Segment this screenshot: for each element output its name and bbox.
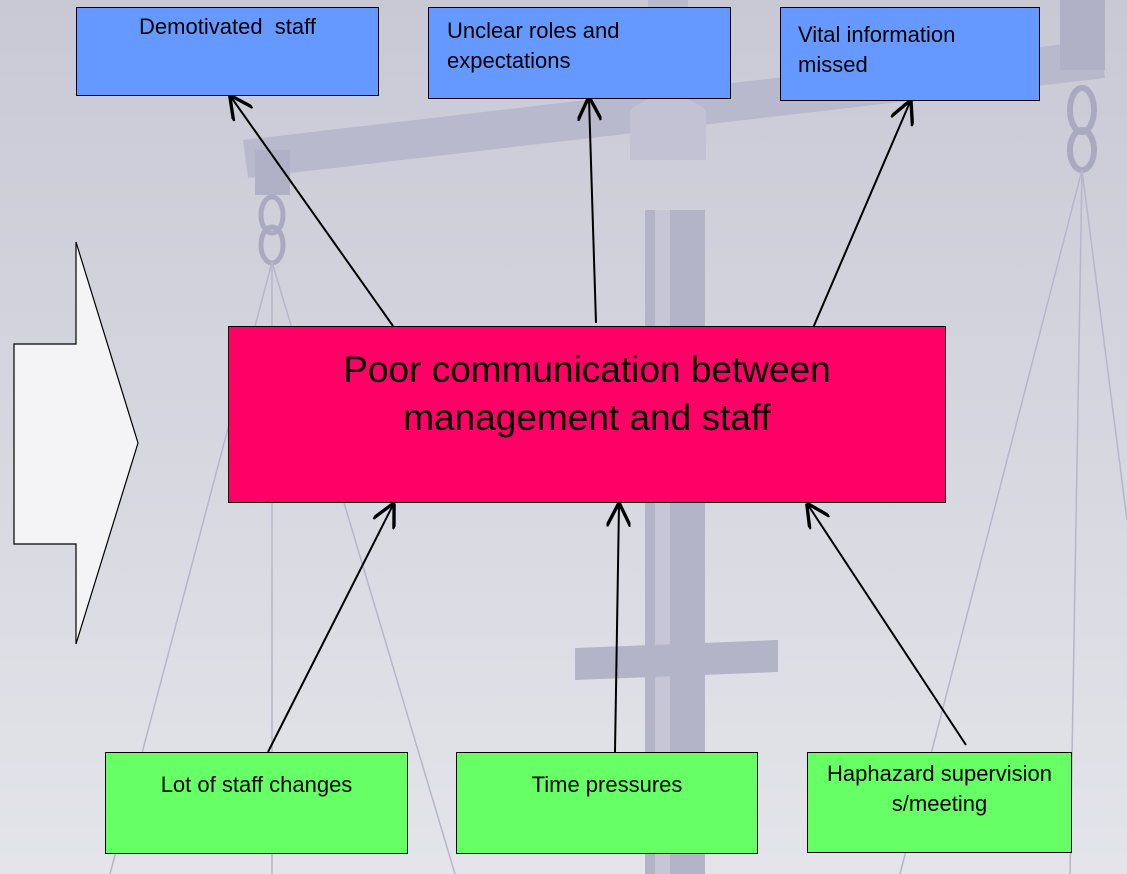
cause-box-time-pressures: Time pressures <box>456 752 758 854</box>
effect-box-unclear-roles: Unclear roles and expectations <box>428 7 731 99</box>
central-problem-label: Poor communication between management an… <box>343 349 831 438</box>
cause-box-haphazard-supervisions: Haphazard supervisions/meeting <box>807 752 1072 853</box>
effect-label: Demotivated staff <box>139 14 316 39</box>
cause-label: Haphazard supervisions/meeting <box>826 761 1053 816</box>
cause-label: Time pressures <box>531 772 683 797</box>
central-problem-box: Poor communication between management an… <box>228 326 946 503</box>
cause-box-staff-changes: Lot of staff changes <box>105 752 408 854</box>
effect-label: Vital information missed <box>798 22 956 77</box>
effect-box-demotivated-staff: Demotivated staff <box>76 7 379 96</box>
effect-box-vital-information: Vital information missed <box>780 7 1040 101</box>
cause-label: Lot of staff changes <box>160 772 353 797</box>
effect-label: Unclear roles and expectations <box>447 18 620 73</box>
